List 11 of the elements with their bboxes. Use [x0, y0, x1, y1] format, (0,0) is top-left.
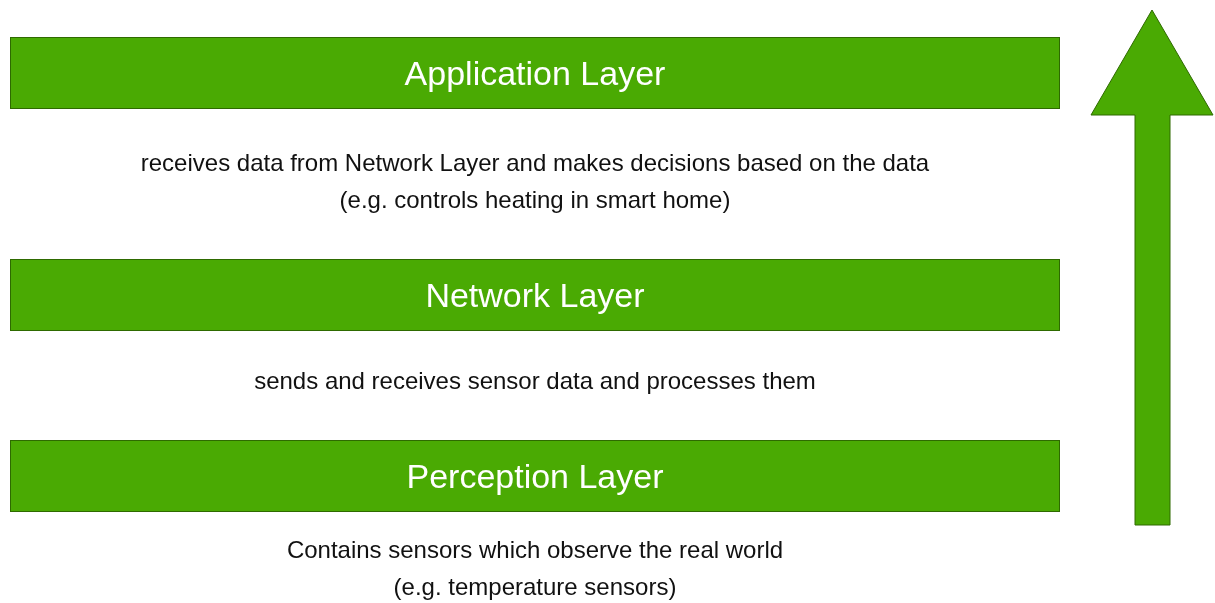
- layer-bar: [10, 259, 1060, 331]
- layer-description: Contains sensors which observe the real world: [285, 535, 785, 565]
- layer-bar: [10, 440, 1060, 512]
- layer-description: (e.g. controls heating in smart home): [338, 185, 732, 215]
- layer-title: Application Layer: [404, 53, 666, 93]
- layer-title: Network Layer: [425, 275, 645, 315]
- layer-title: Perception Layer: [406, 456, 664, 496]
- layer-description: sends and receives sensor data and processes them: [253, 366, 817, 396]
- layer-description: receives data from Network Layer and makes decisions based on the data: [139, 148, 931, 178]
- layer-bar: [10, 37, 1060, 109]
- layer-description: (e.g. temperature sensors): [392, 572, 678, 602]
